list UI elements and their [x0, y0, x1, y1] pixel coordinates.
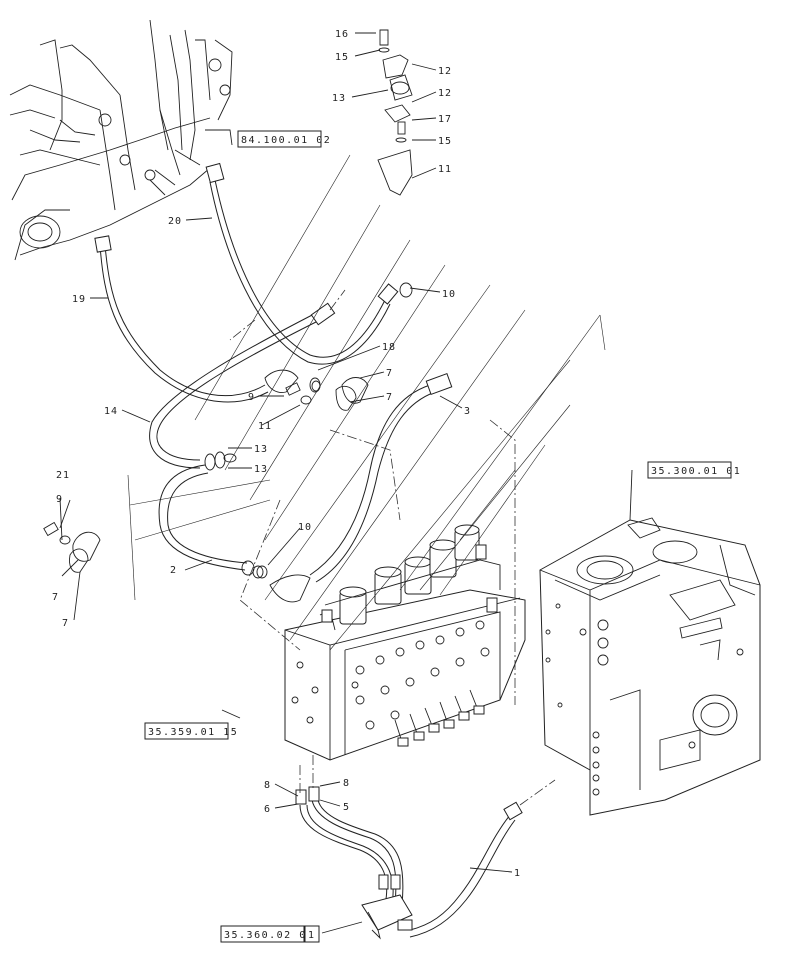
callout-6: 6 — [264, 804, 271, 815]
callout-5: 5 — [343, 802, 350, 813]
ref-sheet-number: 1 — [308, 930, 316, 941]
callout-12b: 12 — [438, 88, 452, 99]
callout-19: 19 — [72, 294, 86, 305]
callout-11: 11 — [438, 164, 452, 175]
callout-13: 13 — [332, 93, 346, 104]
callout-10b: 10 — [298, 522, 312, 533]
valve-ports — [351, 620, 490, 730]
callout-7d: 7 — [62, 618, 69, 629]
callout-17: 17 — [438, 114, 452, 125]
callout-leaders — [59, 32, 633, 934]
ref-35-359-01-15: 35.359.01 15 — [148, 727, 238, 738]
callout-18: 18 — [382, 342, 396, 353]
callout-10: 10 — [442, 289, 456, 300]
ref-35-300-01-01: 35.300.01 01 — [651, 466, 741, 477]
callout-13c: 13 — [254, 464, 268, 475]
callout-15b: 15 — [438, 136, 452, 147]
callout-3: 3 — [464, 406, 471, 417]
callout-1: 1 — [514, 868, 521, 879]
hydraulic-tank — [539, 517, 761, 816]
ref-84-100-01-02: 84.100.01 02 — [241, 135, 331, 146]
reference-boxes: 84.100.01 02 35.300.01 01 35.359.01 15 3… — [144, 130, 741, 943]
control-valve-block — [284, 524, 526, 761]
clamp-hardware — [43, 29, 413, 579]
callout-9: 9 — [248, 392, 255, 403]
callout-2: 2 — [170, 565, 177, 576]
connection-lines — [229, 289, 556, 806]
callout-numbers: 16 15 12 13 12 17 15 11 20 10 19 18 7 9 … — [52, 29, 521, 879]
ref-35-360-02-03: 35.360.02 03 — [224, 930, 314, 941]
guide-lines — [127, 154, 606, 651]
bottom-fittings — [394, 689, 485, 747]
callout-15: 15 — [335, 52, 349, 63]
callout-14: 14 — [104, 406, 118, 417]
callout-16: 16 — [335, 29, 349, 40]
callout-7c: 7 — [52, 592, 59, 603]
loader-arm — [9, 19, 233, 261]
callout-13b: 13 — [254, 444, 268, 455]
callout-12: 12 — [438, 66, 452, 77]
callout-9b: 9 — [56, 494, 63, 505]
callout-11b: 11 — [258, 421, 272, 432]
hoses — [94, 162, 523, 940]
callout-8: 8 — [264, 780, 271, 791]
callout-7: 7 — [386, 368, 393, 379]
callout-21: 21 — [56, 470, 70, 481]
callout-7b: 7 — [386, 392, 393, 403]
callout-8b: 8 — [343, 778, 350, 789]
callout-20: 20 — [168, 216, 182, 227]
